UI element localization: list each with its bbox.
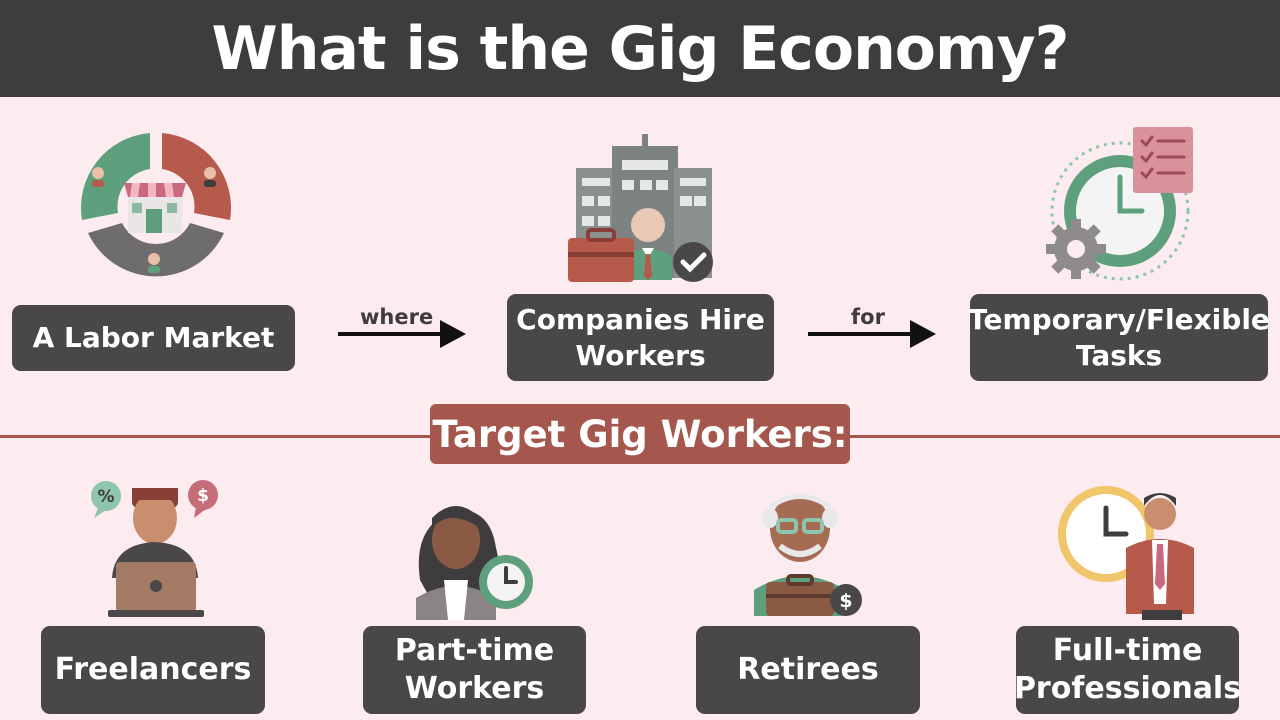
full-time-line1: Full-time [1052,632,1203,668]
right-arrow-icon [338,320,466,348]
company-building-icon [568,134,713,282]
section-title: Target Gig Workers: [432,412,848,456]
dollar-symbol: $ [197,486,209,506]
temporary-tasks-line1: Temporary/Flexible [968,302,1270,336]
part-time-line2: Workers [404,671,545,706]
businessman-clock-icon [1058,486,1194,620]
freelancer-laptop-icon: % $ [91,480,218,617]
labor-market-box: A Labor Market [12,305,295,371]
retiree-briefcase-icon: $ [754,494,862,616]
dollar-symbol: $ [839,590,852,612]
retirees-box: Retirees [696,626,920,714]
freelancers-box: Freelancers [41,626,265,714]
where-label: where [360,305,434,329]
part-time-line1: Part-time [394,632,555,668]
labor-market-icon [80,133,232,277]
full-time-professionals-box: Full-time Professionals [1013,626,1242,714]
percent-symbol: % [97,487,114,507]
companies-hire-box: Companies Hire Workers [507,294,774,381]
target-gig-workers-heading: Target Gig Workers: [430,404,850,464]
temporary-tasks-line2: Tasks [1075,338,1163,372]
labor-market-label: A Labor Market [32,321,275,355]
part-time-workers-box: Part-time Workers [363,626,586,714]
right-arrow-icon [808,320,936,348]
companies-hire-line2: Workers [575,338,706,372]
companies-hire-line1: Companies Hire [516,302,765,336]
retirees-label: Retirees [737,651,879,687]
woman-clock-icon [416,506,533,620]
page-title: What is the Gig Economy? [211,13,1070,84]
full-time-line2: Professionals [1013,671,1242,706]
for-label: for [851,305,885,329]
temporary-tasks-box: Temporary/Flexible Tasks [968,294,1270,381]
header-bar: What is the Gig Economy? [0,0,1280,97]
clock-checklist-icon [1046,127,1193,281]
freelancers-label: Freelancers [54,651,252,687]
